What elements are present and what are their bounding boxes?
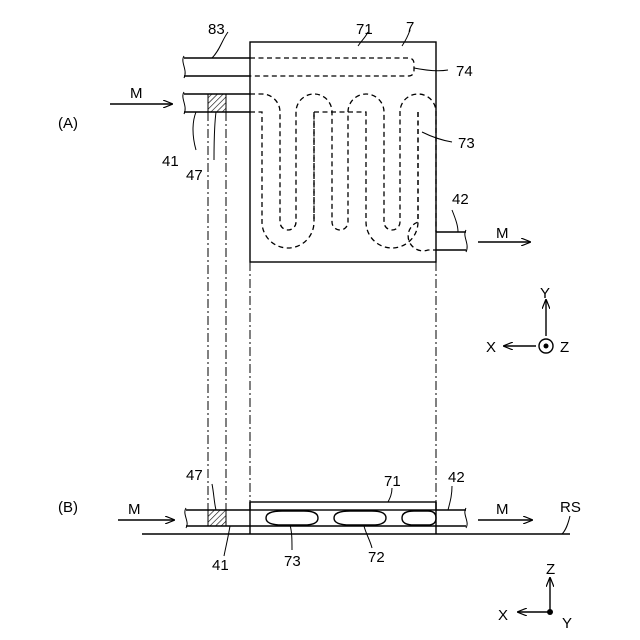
view-a: (A) (58, 19, 530, 262)
axis-z-a: Z (560, 339, 569, 356)
view-label-a: (A) (58, 115, 78, 132)
flow-arrow-in-b: M (118, 501, 174, 520)
numeral-42-a: 42 (452, 191, 469, 208)
inlet-pipe-41-side (185, 508, 250, 528)
numeral-71-a: 71 (356, 21, 373, 38)
flow-arrow-in-a: M (110, 85, 172, 104)
numeral-41-b: 41 (212, 557, 229, 574)
flow-label-out-b: M (496, 501, 509, 518)
channel-74 (250, 58, 414, 76)
numeral-72: 72 (368, 549, 385, 566)
axis-z-b: Z (546, 561, 555, 578)
projection-lines (208, 112, 436, 512)
inlet-pipe-41 (183, 92, 250, 114)
view-b: (B) (58, 467, 581, 574)
numeral-73-a: 73 (458, 135, 475, 152)
channel-73-section (250, 511, 436, 526)
flow-label-in-b: M (128, 501, 141, 518)
outlet-pipe-42 (436, 230, 467, 252)
numeral-42-b: 42 (448, 469, 465, 486)
numeral-74: 74 (456, 63, 473, 80)
axis-y-a: Y (540, 285, 550, 302)
axis-x-b: X (498, 607, 508, 624)
axis-y-b: Y (562, 615, 572, 632)
seal-47-top (208, 94, 226, 112)
numeral-41-a: 41 (162, 153, 179, 170)
label-rs: RS (560, 499, 581, 516)
flow-arrow-out-b: M (478, 501, 532, 520)
flow-arrow-out-a: M (478, 225, 530, 242)
block-71-top-view (250, 42, 436, 262)
axis-triad-b: Z X Y (498, 561, 572, 632)
numeral-47-b: 47 (186, 467, 203, 484)
axis-triad-a: Y X Z (486, 285, 569, 356)
y-into-page-icon (547, 609, 553, 615)
pipe-83 (183, 56, 250, 78)
axis-x-a: X (486, 339, 496, 356)
numeral-83: 83 (208, 21, 225, 38)
numeral-47-a: 47 (186, 167, 203, 184)
view-label-b: (B) (58, 499, 78, 516)
flow-label-out-a: M (496, 225, 509, 242)
outlet-pipe-42-side (436, 508, 467, 528)
numeral-73-b: 73 (284, 553, 301, 570)
numeral-71-b: 71 (384, 473, 401, 490)
plate-71-side (250, 502, 436, 510)
numeral-7: 7 (406, 19, 414, 36)
seal-47-side (208, 510, 226, 526)
serpentine-channel-73 (250, 94, 436, 251)
flow-label-in-a: M (130, 85, 143, 102)
